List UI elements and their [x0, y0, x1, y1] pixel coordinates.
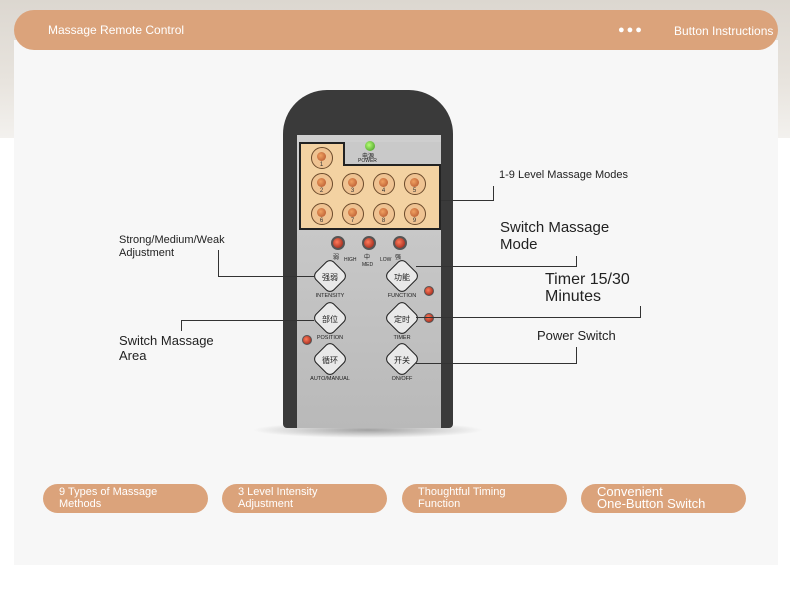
- mode-button-6[interactable]: 6: [311, 203, 333, 225]
- mode-button-3[interactable]: 3: [342, 173, 364, 195]
- connector-line: [416, 363, 576, 364]
- callout-switch-mode: Switch Massage Mode: [500, 219, 610, 253]
- mode-button-label: 7: [350, 218, 355, 224]
- mode-button-label: 3: [350, 188, 355, 194]
- callout-timer: Timer 15/30 Minutes: [545, 271, 630, 305]
- mode-button-5[interactable]: 5: [404, 173, 426, 195]
- level-sub-med: MED: [362, 262, 374, 268]
- connector-line: [218, 276, 314, 277]
- intensity-label: INTENSITY: [315, 293, 345, 299]
- feature-line: Thoughtful Timing: [418, 486, 506, 498]
- connector-line: [441, 200, 493, 201]
- connector-line: [416, 317, 640, 318]
- level-led-strong: [393, 236, 407, 250]
- mode-button-1[interactable]: 1: [311, 147, 333, 169]
- level-label-medium: 中: [364, 255, 371, 261]
- level-led-medium: [362, 236, 376, 250]
- level-label-strong: 强: [395, 255, 402, 261]
- more-dots-icon[interactable]: ●●●: [618, 24, 644, 36]
- mode-button-8[interactable]: 8: [373, 203, 395, 225]
- connector-line: [181, 320, 314, 321]
- mode-button-label: 5: [412, 188, 417, 194]
- mode-button-label: 2: [319, 188, 324, 194]
- power-label-cn: 电源: [362, 154, 375, 160]
- feature-line: One-Button Switch: [597, 496, 706, 511]
- mode-button-label: 9: [412, 218, 417, 224]
- timer-led-30: [424, 313, 434, 323]
- auto-key-text: 循环: [322, 356, 338, 365]
- feature-line: Methods: [59, 498, 102, 510]
- function-key-text: 功能: [394, 273, 410, 282]
- feature-line: Convenient: [597, 484, 663, 499]
- mode-button-2[interactable]: 2: [311, 173, 333, 195]
- function-label: FUNCTION: [387, 293, 417, 299]
- connector-line: [416, 266, 576, 267]
- feature-line: 3 Level Intensity: [238, 486, 318, 498]
- position-label: POSITION: [316, 335, 344, 341]
- position-key-text: 部位: [322, 315, 338, 324]
- header-bar: Massage Remote Control ●●● Button Instru…: [14, 10, 778, 50]
- power-area: [343, 142, 441, 166]
- feature-line: Adjustment: [238, 498, 294, 510]
- onoff-key-text: 开关: [394, 356, 410, 365]
- mode-button-7[interactable]: 7: [342, 203, 364, 225]
- timer-led-15: [424, 286, 434, 296]
- connector-line: [218, 250, 219, 276]
- feature-pill-massage-methods: 9 Types of Massage Methods: [43, 484, 208, 513]
- feature-line: 9 Types of Massage: [59, 486, 158, 498]
- timer-label: TIMER: [393, 335, 411, 341]
- connector-line: [640, 306, 641, 318]
- power-label-en: POWER: [358, 158, 377, 164]
- level-sub-low: LOW: [380, 257, 392, 263]
- callout-strength-adjustment: Strong/Medium/Weak Adjustment: [119, 234, 225, 259]
- on-off-label: ON/OFF: [391, 376, 413, 382]
- power-led-icon: [365, 141, 375, 151]
- level-sub-high: HIGH: [344, 257, 357, 263]
- auto-led: [302, 335, 312, 345]
- mode-button-label: 1: [319, 162, 324, 168]
- connector-line: [576, 256, 577, 267]
- auto-manual-label: AUTO/MANUAL: [310, 376, 350, 382]
- mode-button-label: 8: [381, 218, 386, 224]
- intensity-key-text: 强弱: [322, 273, 338, 282]
- page-title: Massage Remote Control: [48, 23, 185, 37]
- feature-pill-timing: Thoughtful Timing Function: [402, 484, 567, 513]
- feature-pill-one-button: Convenient One-Button Switch: [581, 484, 746, 513]
- connector-line: [576, 347, 577, 364]
- feature-line: Function: [418, 498, 461, 510]
- level-led-weak: [331, 236, 345, 250]
- callout-massage-modes: 1-9 Level Massage Modes: [499, 169, 629, 181]
- connector-line: [493, 186, 494, 201]
- level-label-weak: 弱: [333, 255, 340, 261]
- mode-button-label: 6: [319, 218, 324, 224]
- timer-key-text: 定时: [394, 315, 410, 324]
- connector-line: [181, 320, 182, 331]
- button-instructions-link[interactable]: Button Instructions: [674, 24, 774, 38]
- mode-button-4[interactable]: 4: [373, 173, 395, 195]
- callout-power-switch: Power Switch: [537, 328, 616, 343]
- feature-pill-intensity: 3 Level Intensity Adjustment: [222, 484, 387, 513]
- mode-button-9[interactable]: 9: [404, 203, 426, 225]
- callout-switch-area: Switch Massage Area: [119, 333, 214, 363]
- mode-button-label: 4: [381, 188, 386, 194]
